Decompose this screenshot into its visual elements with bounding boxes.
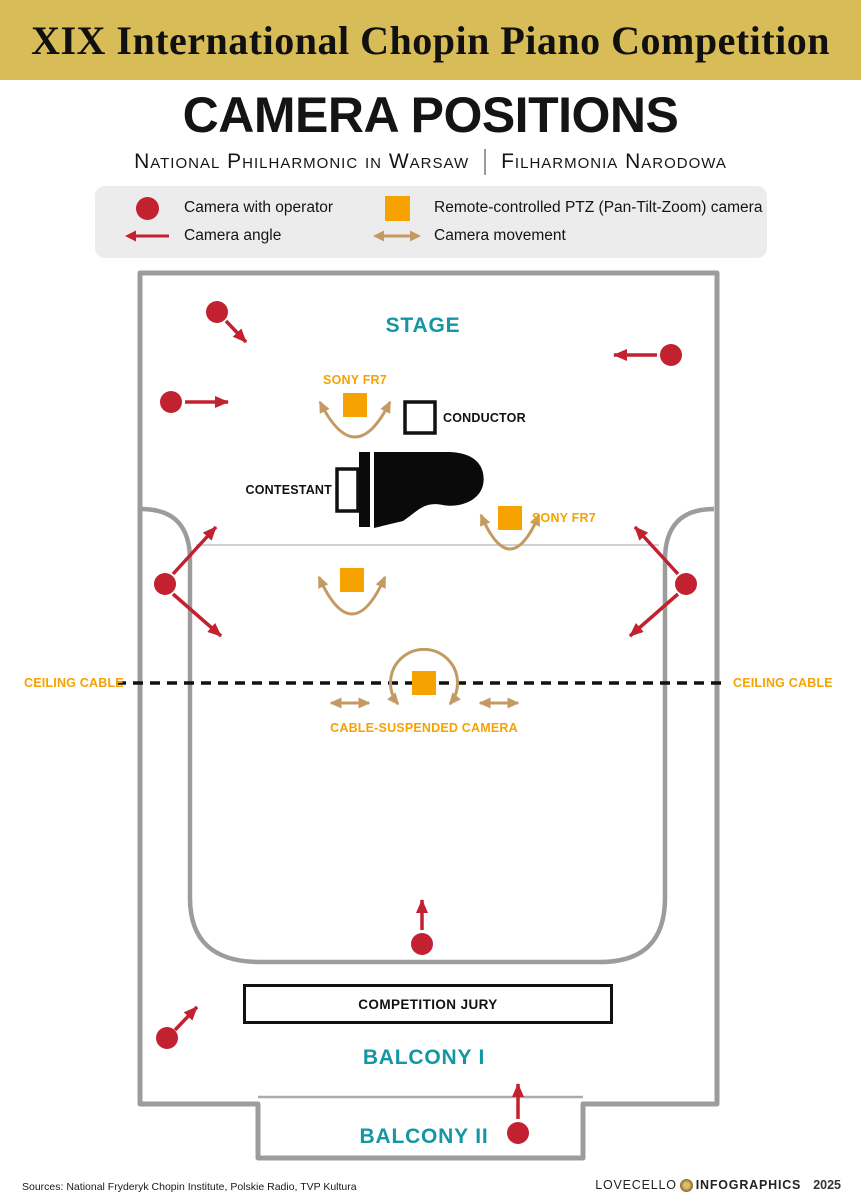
brand-year: 2025 bbox=[813, 1178, 841, 1192]
banner: XIX International Chopin Piano Competiti… bbox=[0, 0, 861, 80]
camera-movement-icon bbox=[373, 230, 421, 242]
sony-fr7-label-side: SONY FR7 bbox=[532, 511, 596, 525]
brand-logo-icon bbox=[679, 1178, 693, 1192]
camera-angle-arrow bbox=[633, 525, 680, 576]
brand-name: LOVECELLO bbox=[595, 1178, 677, 1192]
cable-suspended-camera-label: CABLE-SUSPENDED CAMERA bbox=[330, 721, 518, 735]
balcony-2-label: BALCONY II bbox=[359, 1125, 489, 1148]
contestant-position-box bbox=[335, 467, 360, 513]
camera-movement-arc bbox=[479, 513, 541, 551]
ptz-camera-square bbox=[343, 393, 367, 417]
page-title: CAMERA POSITIONS bbox=[182, 87, 679, 143]
balcony-1-label: BALCONY I bbox=[362, 1046, 486, 1069]
legend-label: Camera movement bbox=[434, 227, 566, 244]
legend-item-camera-angle: Camera angle bbox=[121, 227, 371, 245]
piano-keyboard bbox=[359, 452, 370, 527]
venue-name-en: National Philharmonic in Warsaw bbox=[134, 150, 470, 173]
legend-item-camera-movement: Camera movement bbox=[371, 227, 762, 245]
operator-camera-balcony-2 bbox=[507, 1083, 529, 1144]
legend-icon-cell bbox=[371, 195, 423, 221]
legend-icon-cell bbox=[121, 196, 173, 220]
operator-camera-side-right bbox=[628, 525, 697, 638]
competition-jury-label: COMPETITION JURY bbox=[358, 996, 498, 1012]
camera-dot bbox=[411, 933, 433, 955]
legend-item-ptz-camera: Remote-controlled PTZ (Pan-Tilt-Zoom) ca… bbox=[371, 195, 763, 221]
camera-angle-arrow bbox=[171, 525, 218, 576]
hall-outer-wall bbox=[137, 270, 720, 1161]
operator-camera-top-left bbox=[206, 301, 248, 344]
operator-camera-jury bbox=[411, 899, 433, 955]
camera-angle-arrow bbox=[173, 1005, 199, 1032]
legend-label: Camera angle bbox=[184, 227, 282, 244]
brand-suffix: INFOGRAPHICS bbox=[695, 1178, 802, 1192]
hall-inner-wall bbox=[140, 506, 715, 965]
subtitle-divider bbox=[484, 149, 487, 175]
ptz-camera-square bbox=[340, 568, 364, 592]
camera-dot bbox=[154, 573, 176, 595]
camera-dot bbox=[160, 391, 182, 413]
camera-angle-arrow bbox=[224, 319, 248, 344]
operator-camera-top-right bbox=[613, 344, 682, 366]
legend: Camera with operator Remote-controlled P… bbox=[95, 186, 767, 258]
stage-label: STAGE bbox=[385, 314, 461, 337]
competition-title: XIX International Chopin Piano Competiti… bbox=[31, 17, 830, 63]
legend-icon-cell bbox=[121, 228, 173, 244]
venue-subtitle: National Philharmonic in Warsaw Filharmo… bbox=[0, 149, 861, 175]
ptz-camera-square bbox=[498, 506, 522, 530]
contestant-label: CONTESTANT bbox=[245, 483, 332, 497]
camera-angle-icon bbox=[125, 230, 169, 242]
camera-rotation-arc bbox=[387, 647, 461, 706]
sony-fr7-label-top: SONY FR7 bbox=[323, 373, 387, 387]
grand-piano-icon bbox=[359, 452, 484, 528]
legend-label: Camera with operator bbox=[184, 199, 334, 216]
operator-camera-side-left bbox=[154, 525, 223, 638]
legend-item-camera-operator: Camera with operator bbox=[121, 196, 371, 220]
venue-name-pl: Filharmonia Narodowa bbox=[501, 150, 727, 173]
camera-movement-arc bbox=[317, 575, 387, 616]
camera-angle-arrow bbox=[171, 592, 223, 638]
operator-camera-stage-left bbox=[160, 391, 229, 413]
competition-jury-box: COMPETITION JURY bbox=[243, 984, 613, 1024]
footer-brand: LOVECELLO INFOGRAPHICS 2025 bbox=[595, 1178, 841, 1192]
ceiling-cable-label-left: CEILING CABLE bbox=[24, 676, 124, 690]
camera-dot bbox=[206, 301, 228, 323]
operator-camera-balcony-1 bbox=[156, 1005, 199, 1049]
camera-angle-arrow bbox=[628, 592, 680, 638]
camera-dot bbox=[660, 344, 682, 366]
footer-sources: Sources: National Fryderyk Chopin Instit… bbox=[22, 1181, 357, 1193]
camera-dot bbox=[675, 573, 697, 595]
ptz-camera-icon bbox=[384, 195, 410, 221]
camera-dot bbox=[507, 1122, 529, 1144]
camera-movement-arc bbox=[318, 400, 392, 439]
camera-dot bbox=[156, 1027, 178, 1049]
cable-suspended-camera-square bbox=[412, 671, 436, 695]
piano-body bbox=[374, 452, 484, 528]
conductor-position-box bbox=[403, 400, 437, 435]
conductor-label: CONDUCTOR bbox=[443, 411, 526, 425]
legend-icon-cell bbox=[371, 228, 423, 244]
ceiling-cable-label-right: CEILING CABLE bbox=[733, 676, 833, 690]
camera-with-operator-icon bbox=[135, 196, 159, 220]
legend-label: Remote-controlled PTZ (Pan-Tilt-Zoom) ca… bbox=[434, 199, 763, 216]
